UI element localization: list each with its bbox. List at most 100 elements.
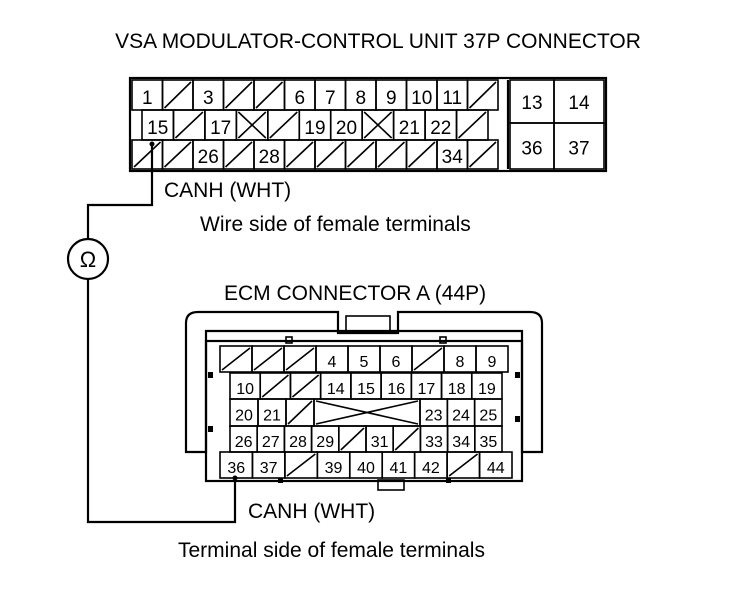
terminal-31: 31	[365, 425, 395, 453]
blank-terminal	[172, 109, 206, 141]
terminal-29: 29	[310, 425, 340, 453]
terminal-label: 23	[425, 408, 443, 425]
blank-terminal	[466, 79, 499, 111]
empty-slot-mark	[394, 427, 419, 451]
ecm-key-mark	[515, 372, 520, 378]
terminal-label: 15	[357, 381, 375, 398]
terminal-27: 27	[256, 425, 286, 453]
empty-slot-mark	[224, 81, 253, 109]
vsa-connector-body	[128, 76, 608, 173]
terminal-label: 6	[294, 88, 305, 109]
terminal-label: 26	[198, 147, 219, 168]
terminal-1: 1	[131, 79, 164, 111]
blank-terminal	[392, 425, 422, 453]
blank-terminal	[222, 139, 255, 170]
terminal-17: 17	[204, 109, 238, 141]
terminal-label: 40	[357, 460, 375, 477]
terminal-33: 33	[419, 425, 449, 453]
empty-slot-mark	[407, 141, 436, 168]
terminal-21: 21	[257, 398, 287, 427]
terminal-label: 10	[236, 381, 254, 398]
terminal-label: 1	[142, 88, 153, 109]
ecm-inner-frame	[204, 339, 524, 483]
terminal-21: 21	[392, 109, 426, 141]
terminal-label: 34	[452, 434, 470, 451]
blank-terminal	[161, 79, 194, 111]
empty-slot-mark	[316, 141, 345, 168]
ecm-side-label: Terminal side of female terminals	[178, 539, 485, 562]
terminal-8: 8	[443, 345, 477, 373]
empty-slot-mark	[413, 347, 443, 371]
empty-slot-mark	[315, 400, 419, 425]
terminal-label: 29	[316, 434, 334, 451]
terminal-36: 36	[509, 122, 555, 170]
terminal-label: 20	[336, 118, 357, 139]
ecm-key-mark	[208, 372, 213, 378]
ecm-key-mark	[285, 336, 293, 344]
empty-slot-mark	[285, 141, 314, 168]
ecm-key-mark	[208, 426, 213, 432]
terminal-label: 15	[147, 118, 168, 139]
terminal-label: 14	[568, 93, 590, 114]
terminal-19: 19	[470, 372, 503, 400]
terminal-44: 44	[478, 451, 513, 479]
blank-terminal	[344, 139, 377, 170]
ecm-bottom-tab	[377, 479, 405, 491]
terminal-25: 25	[473, 398, 503, 427]
terminal-15: 15	[350, 372, 382, 400]
terminal-20: 20	[329, 109, 363, 141]
terminal-label: 19	[304, 118, 325, 139]
blank-terminal	[283, 139, 316, 170]
terminal-label: 17	[210, 118, 231, 139]
empty-slot-mark	[363, 111, 393, 139]
empty-slot-mark	[163, 81, 192, 109]
terminal-5: 5	[347, 345, 381, 373]
terminal-cell	[553, 122, 605, 170]
terminal-label: 19	[478, 381, 496, 398]
terminal-label: 27	[262, 434, 280, 451]
terminal-18: 18	[440, 372, 473, 400]
terminal-22: 22	[424, 109, 458, 141]
terminal-label: 4	[328, 354, 337, 371]
terminal-cell	[466, 139, 499, 170]
terminal-7: 7	[314, 79, 347, 111]
empty-slot-mark	[287, 400, 313, 425]
terminal-26: 26	[229, 425, 259, 453]
ecm-key-mark	[278, 478, 283, 483]
ecm-test-lead	[86, 279, 237, 524]
terminal-label: 18	[448, 381, 466, 398]
terminal-label: 5	[360, 354, 369, 371]
empty-slot-mark	[237, 111, 267, 139]
terminal-23: 23	[419, 398, 449, 427]
terminal-label: 21	[263, 408, 281, 425]
vsa-probe-point	[149, 141, 155, 147]
ecm-latch	[345, 315, 391, 334]
terminal-26: 26	[192, 139, 225, 170]
blank-terminal	[259, 372, 292, 400]
ecm-key-mark	[515, 416, 520, 422]
terminal-40: 40	[348, 451, 384, 479]
terminal-label: 36	[521, 138, 542, 159]
terminal-label: 20	[235, 408, 253, 425]
blank-terminal	[222, 79, 255, 111]
empty-slot-mark	[269, 111, 298, 139]
terminal-10: 10	[405, 79, 438, 111]
terminal-label: 7	[325, 88, 336, 109]
ohmmeter-icon	[66, 237, 110, 281]
empty-slot-mark	[448, 453, 479, 477]
terminal-label: 24	[452, 408, 470, 425]
terminal-label: 8	[456, 354, 465, 371]
terminal-label: 37	[568, 138, 589, 159]
terminal-28: 28	[253, 139, 286, 170]
terminal-label: 35	[480, 434, 498, 451]
blank-terminal	[337, 425, 367, 453]
terminal-13: 13	[509, 79, 555, 124]
terminal-20: 20	[229, 398, 259, 427]
blank-terminal	[161, 139, 194, 170]
terminal-9: 9	[375, 79, 408, 111]
vsa-wire-label: CANH (WHT)	[164, 179, 291, 202]
terminal-35: 35	[473, 425, 503, 453]
